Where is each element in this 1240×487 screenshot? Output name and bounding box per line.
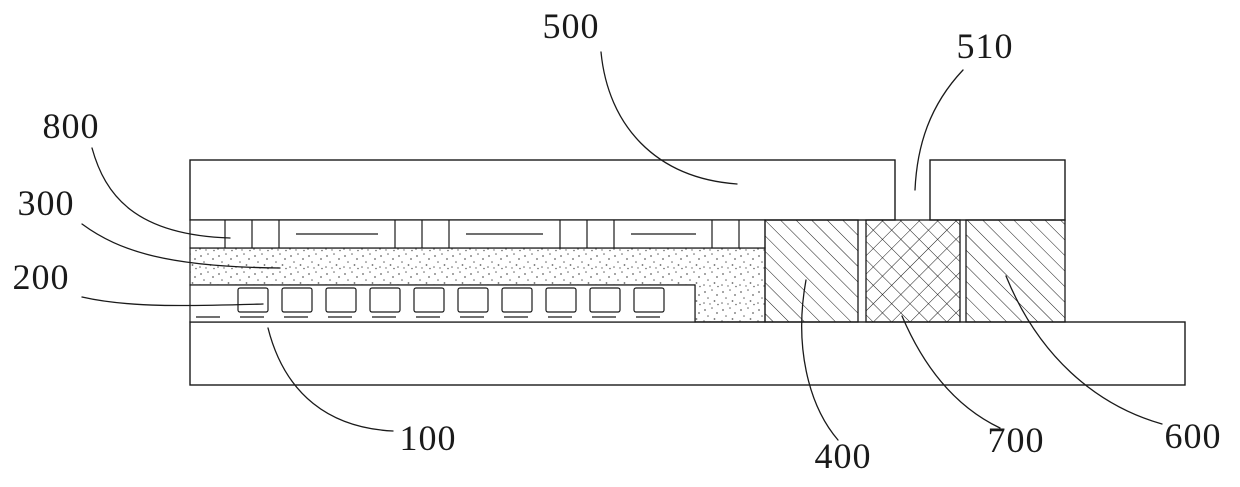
label-800: 800 [42,106,100,146]
leader-500 [600,51,738,185]
hatched-block-400 [764,219,859,323]
layer-800-dividers [224,220,740,248]
pad-square [457,287,489,313]
layer-200-outline [189,284,696,323]
leader-100 [267,327,394,432]
pad-square [413,287,445,313]
leader-300 [81,223,281,269]
leader-lines [81,51,1163,441]
label-510: 510 [956,26,1014,66]
pad-layer-200 [189,284,696,323]
leader-510 [914,69,964,191]
leader-200 [81,296,264,307]
pad-square [369,287,401,313]
pad-square [545,287,577,313]
leader-400 [801,279,839,441]
label-100: 100 [399,418,457,458]
label-700: 700 [987,420,1045,460]
crosshatched-block-700 [865,219,961,323]
substrate-layer-100 [189,321,1186,386]
hatched-block-600 [965,219,1066,323]
segmented-layer-800 [189,219,766,249]
label-400: 400 [814,436,872,476]
pad-square [325,287,357,313]
label-500: 500 [542,6,600,46]
leader-600 [1005,275,1163,425]
layer-200-squares [237,287,665,313]
cover-plate-right-segment [929,159,1066,221]
pad-square [281,287,313,313]
leader-700 [901,315,1001,429]
label-600: 600 [1164,416,1222,456]
pad-square [633,287,665,313]
leader-800 [91,147,231,239]
label-300: 300 [17,183,75,223]
pad-square [237,287,269,313]
cover-plate-500 [189,159,896,221]
label-200: 200 [12,257,70,297]
pad-square [501,287,533,313]
pad-square [589,287,621,313]
